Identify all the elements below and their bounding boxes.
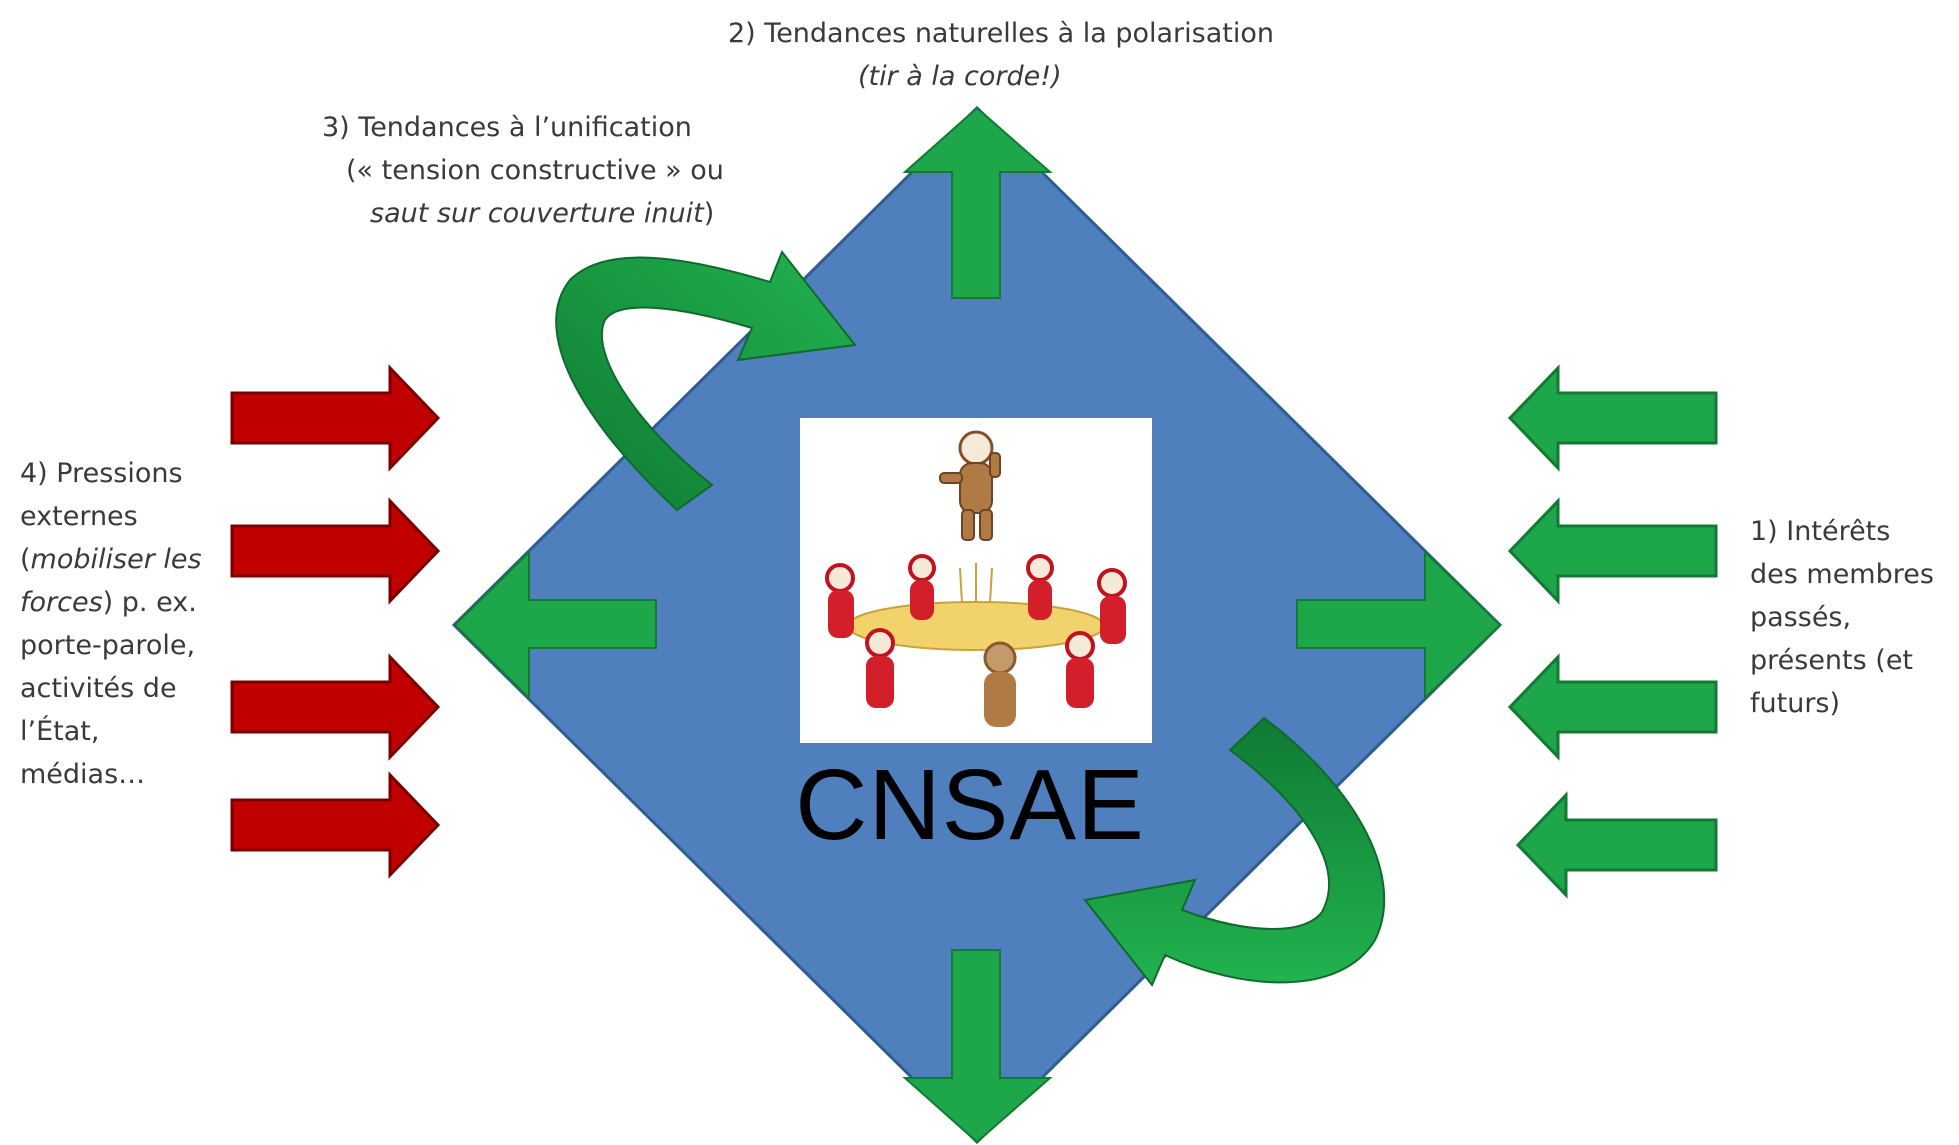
external-arrow-red-1: [230, 364, 441, 472]
label-1-line-3: passés,: [1750, 602, 1852, 633]
center-label-cnsae: CNSAE: [795, 749, 1145, 861]
label-4-line-1: 4) Pressions: [20, 458, 183, 489]
label-1-line-2: des membres: [1750, 559, 1934, 590]
external-arrow-red-2: [230, 497, 441, 605]
label-1-interets-membres: 1) Intérêts des membres passés, présents…: [1750, 510, 1955, 725]
external-arrow-red-4: [230, 771, 441, 879]
label-4-line-4-rest: ) p. ex.: [102, 587, 197, 618]
curved-arrow-top-left: [555, 250, 857, 512]
blanket-toss-drawing: [825, 430, 1127, 727]
blanket-toss-illustration: [800, 418, 1152, 743]
label-4-line-4-italic: forces: [20, 587, 103, 618]
label-4-line-4: forces) p. ex.: [20, 581, 230, 624]
label-3-line-3-end: ): [703, 198, 715, 229]
label-1-line-5: futurs): [1750, 688, 1841, 719]
member-arrow-green-2: [1507, 497, 1718, 605]
label-4-line-3-italic: mobiliser les: [30, 544, 202, 575]
label-4-line-5: porte-parole,: [20, 630, 196, 661]
label-3-line-1: 3) Tendances à l’unification: [322, 112, 692, 143]
label-2-line-1: 2) Tendances naturelles à la polarisatio…: [728, 18, 1274, 49]
arrow-up-green: [902, 106, 1053, 299]
label-3-unification: 3) Tendances à l’unification (« tension …: [322, 106, 782, 235]
label-4-line-3: (mobiliser les: [20, 538, 230, 581]
arrow-left-green: [453, 549, 657, 701]
member-arrow-green-1: [1507, 364, 1718, 472]
member-arrow-green-4: [1515, 791, 1718, 899]
label-4-line-2: externes: [20, 501, 138, 532]
member-arrow-green-3: [1507, 653, 1718, 761]
label-3-line-3: saut sur couverture inuit): [322, 192, 782, 235]
label-2-polarisation: 2) Tendances naturelles à la polarisatio…: [728, 12, 1348, 98]
label-1-line-4: présents (et: [1750, 645, 1914, 676]
label-4-line-3-open: (: [20, 544, 31, 575]
label-4-line-8: médias…: [20, 759, 146, 790]
external-arrow-red-3: [230, 653, 441, 761]
arrow-down-green: [902, 949, 1053, 1144]
holding-figures: [825, 554, 1127, 727]
label-1-line-1: 1) Intérêts: [1750, 516, 1891, 547]
arrow-right-green: [1296, 549, 1502, 701]
label-4-line-6: activités de: [20, 673, 177, 704]
label-3-line-2: (« tension constructive » ou: [346, 155, 724, 186]
label-3-line-3-italic: saut sur couverture inuit: [370, 198, 704, 229]
label-2-line-2: (tir à la corde!): [858, 61, 1062, 92]
jumping-figure: [939, 430, 1001, 541]
motion-lines: [959, 563, 993, 604]
label-4-pressions-externes: 4) Pressions externes (mobiliser les for…: [20, 452, 230, 796]
curved-arrow-bottom-right: [1083, 716, 1386, 987]
label-4-line-7: l’État,: [20, 716, 100, 747]
